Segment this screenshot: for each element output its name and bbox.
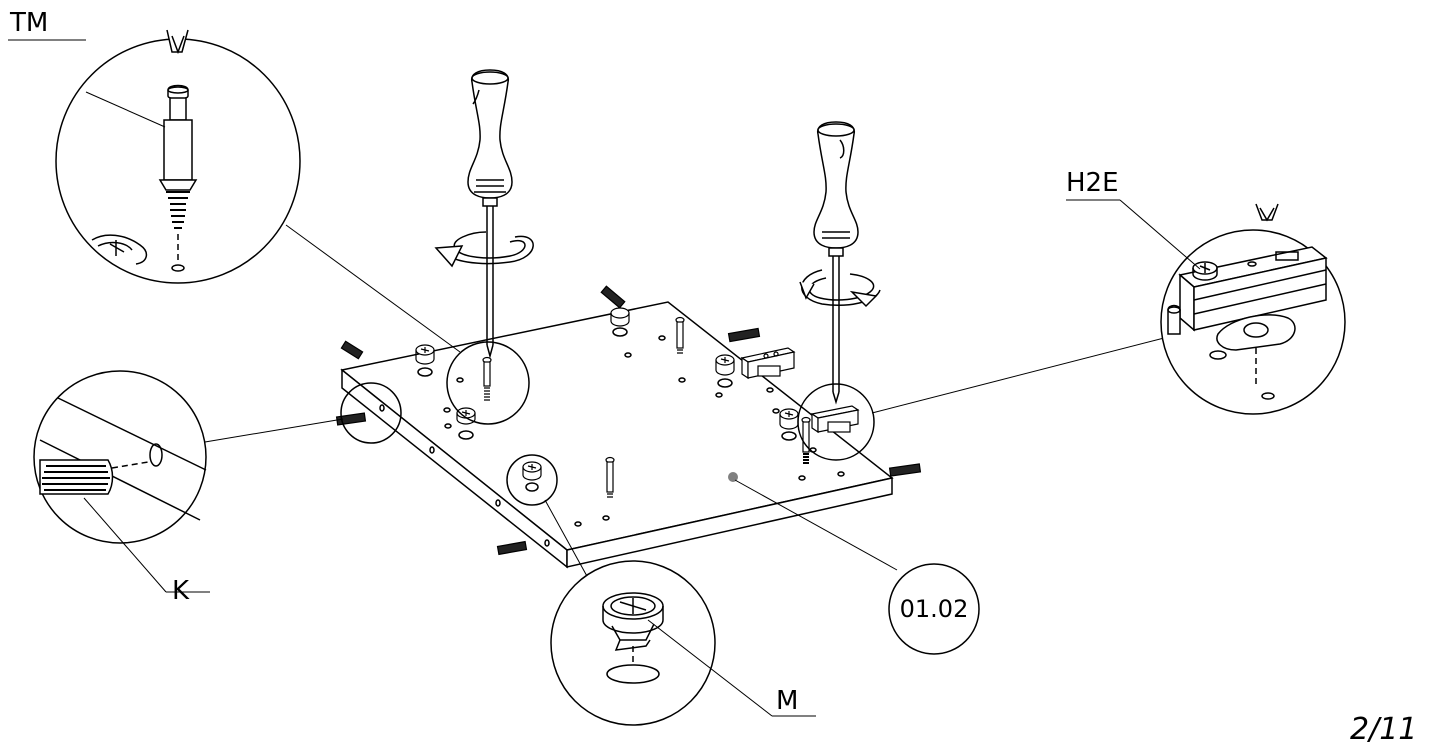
dowel-icon — [335, 285, 922, 556]
rotation-arrow-icon — [434, 231, 534, 268]
detail-tm — [55, 29, 301, 284]
label-tm: TM — [10, 8, 49, 38]
cam-bolt-icon — [482, 316, 811, 498]
callout-marker-tm — [446, 341, 530, 425]
rotation-arrow-icon — [799, 269, 881, 308]
leader-lines — [204, 224, 1169, 579]
label-k: K — [172, 576, 190, 606]
cam-lock-icon — [415, 307, 799, 481]
board-panel — [340, 301, 894, 569]
detail-m — [550, 560, 773, 726]
part-id-circle — [888, 563, 980, 655]
part-marker-dot — [728, 472, 738, 482]
callout-marker-k — [340, 382, 402, 444]
callout-marker-m — [506, 454, 558, 506]
callout-marker-h2e — [797, 383, 875, 461]
screwdriver-icon — [467, 69, 513, 359]
screwdriver-icon — [813, 121, 859, 405]
assembly-diagram — [8, 29, 1346, 726]
detail-k — [33, 370, 207, 593]
page-number: 2/11 — [1350, 712, 1418, 747]
label-h2e: H2E — [1066, 168, 1119, 198]
hinge-plate-icon — [740, 347, 860, 434]
detail-h2e — [1119, 199, 1346, 415]
part-id-label: 01.02 — [899, 595, 969, 623]
label-m: M — [776, 686, 799, 716]
